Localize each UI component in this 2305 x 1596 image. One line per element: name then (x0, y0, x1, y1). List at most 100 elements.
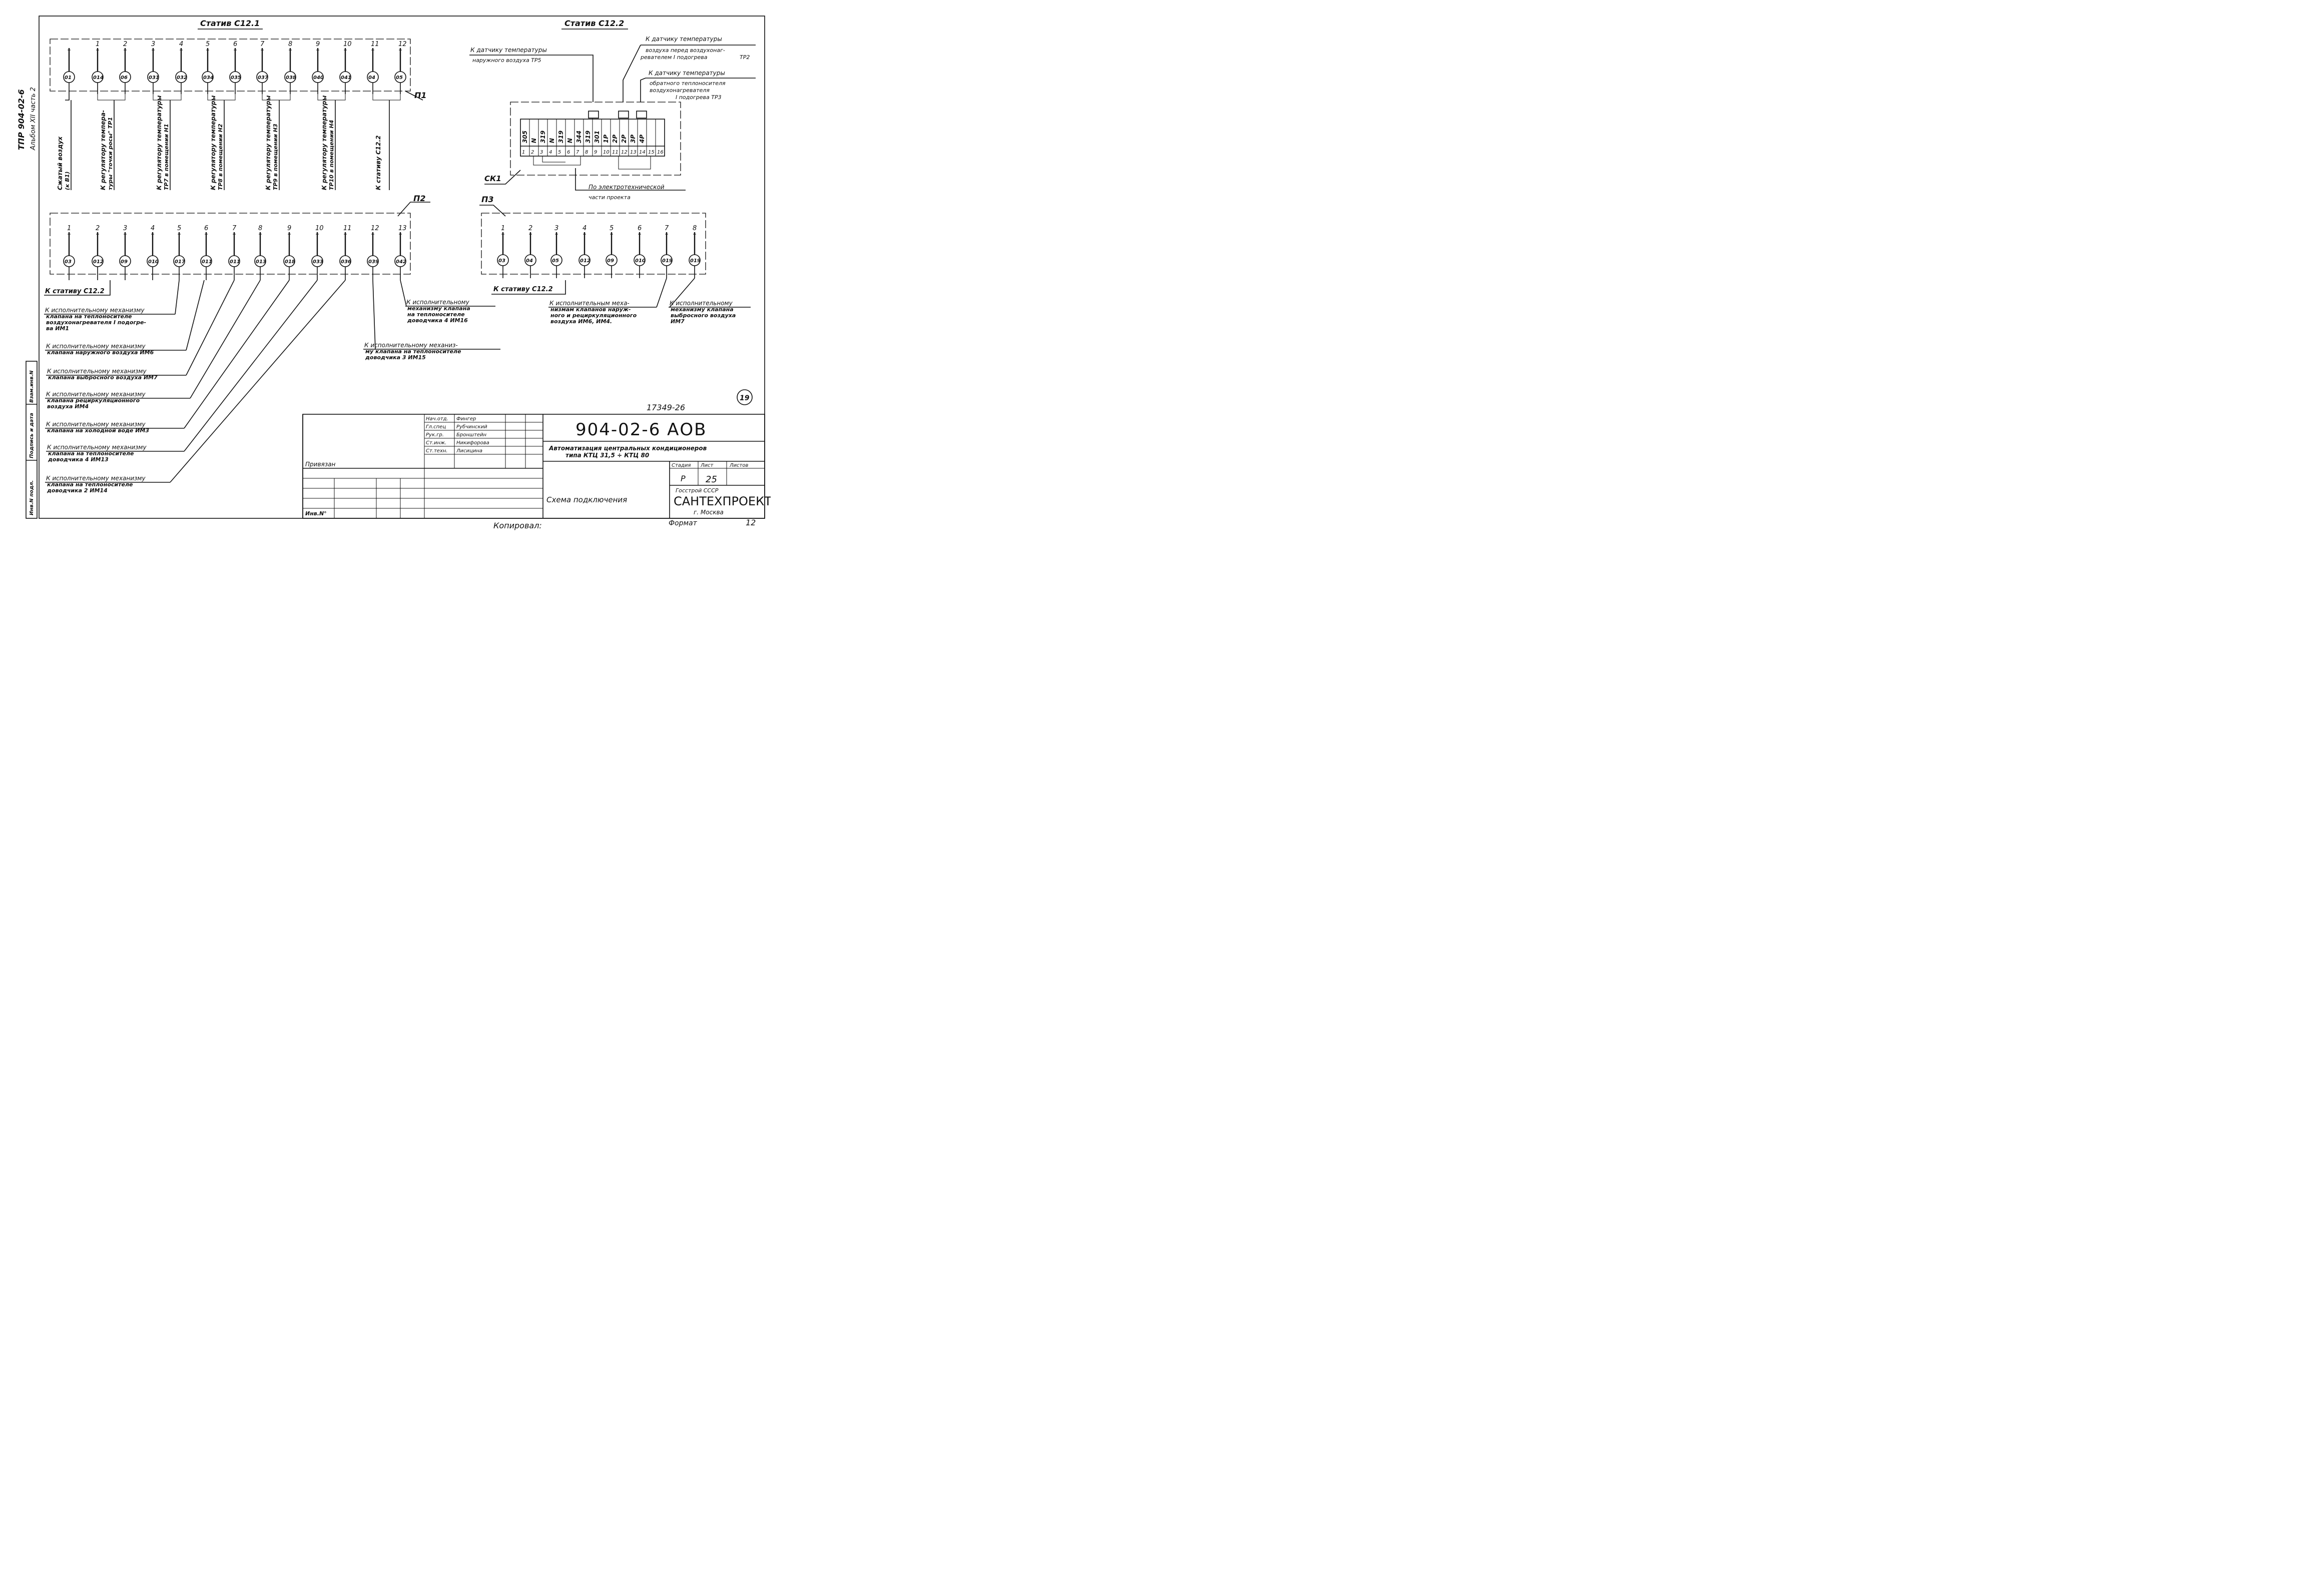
terminal-code: 019 (690, 258, 701, 264)
terminal: 204 (524, 225, 536, 278)
terminal-code: 05 (396, 75, 403, 81)
side-text-1: ТПР 904-02-6 (17, 89, 26, 150)
strip-code: N (566, 138, 573, 143)
strip-code: 301 (594, 131, 601, 143)
terminal-number: 7 (260, 41, 265, 48)
strip-code: N (548, 138, 555, 143)
terminal-number: 7 (665, 225, 669, 232)
drawing-sheet: ТПР 904-02-6 Альбом XII часть 2 Взам.инв… (0, 0, 771, 533)
annotation-l2: механизму клапана (671, 306, 734, 313)
annotation-l1: К исполнительному механизму (46, 343, 146, 350)
terminal: 9 018 (283, 225, 295, 280)
terminal-number: 1 (67, 225, 71, 232)
route-label-line-1: Сжатый воздух (57, 136, 64, 190)
strip-code: 3Р (630, 135, 637, 143)
cabinet-sk1-label: СК1 (484, 174, 501, 183)
annotation-l3: доводчика 2 ИМ14 (47, 487, 108, 494)
terminal-code: 035 (231, 75, 241, 81)
terminal-code: 09 (607, 258, 614, 264)
stamp-role: Ст.техн. (426, 448, 448, 454)
terminal-number: 13 (398, 225, 407, 232)
code-number: 17349-26 (647, 403, 685, 412)
annotation-l2: клапана рециркуляционного (47, 397, 140, 404)
terminal-number: 1 (96, 41, 100, 48)
terminal-number: 5 (206, 41, 210, 48)
terminal-number: 8 (288, 41, 292, 48)
terminal-code: 036 (341, 259, 351, 265)
route-label-line-2: ТР10 в помещении Н4 (328, 120, 335, 190)
annotation-l2: клапана на теплоносителе (47, 481, 133, 488)
terminal-number: 2 (96, 225, 100, 232)
strip-number: 14 (639, 150, 646, 155)
privyazan-label: Привязан (305, 461, 335, 468)
strip-number: 15 (648, 150, 655, 155)
strip-number: 16 (657, 150, 664, 155)
terminal-code: 018 (285, 259, 295, 265)
annotation-l1: К исполнительному механизму (45, 307, 145, 314)
terminal-code: 06 (121, 75, 128, 81)
route-label-line-1: К регулятору температуры (210, 96, 217, 190)
terminal-number: 5 (610, 225, 614, 232)
terminal-code: 011 (230, 259, 240, 265)
annotation-l1: К исполнительному (670, 300, 733, 307)
route-label-line-2: ТР9 в помещении Н3 (272, 124, 279, 190)
stamp-name: Никифорова (456, 440, 489, 446)
annotation-l2: механизму клапана (407, 305, 470, 312)
sensor-3-l4: I подогрева ТР3 (676, 94, 722, 101)
strip-number: 5 (558, 150, 561, 155)
sensor-2-l1: К датчику температуры (646, 36, 722, 43)
annotation-l1: К исполнительному механиз- (364, 342, 458, 349)
designation: 904-02-6 АОВ (575, 420, 707, 440)
terminal: 206 (119, 41, 131, 94)
terminal-number: 6 (638, 225, 642, 232)
terminal-number: 9 (316, 41, 320, 48)
annotation-l2: му клапана на теплоносителе (365, 348, 461, 355)
annotation-l3: доводчика 4 ИМ13 (48, 456, 109, 463)
stamp-role: Рук.гр. (426, 432, 444, 438)
annotation-l3: на теплоносителе (407, 311, 465, 318)
strip-number: 9 (594, 150, 597, 155)
annotation-l3: выбросного воздуха (671, 312, 736, 319)
board-p3-label: П3 (481, 195, 494, 204)
strip-code: 344 (575, 131, 583, 143)
terminal-code: 042 (396, 259, 406, 265)
terminal-code: 011 (202, 259, 212, 265)
annotation-l1: К исполнительному механизму (46, 475, 146, 482)
sensor-2-l2: воздуха перед воздухонаг- (646, 47, 725, 54)
org-line-2: САНТЕХПРОЕКТ (674, 494, 771, 508)
margin-inv-podl: Инв.N подл. (29, 480, 35, 515)
terminal-number: 12 (371, 225, 379, 232)
terminal-code: 038 (286, 75, 296, 81)
strip-number: 10 (603, 150, 610, 155)
terminal-code: 041 (341, 75, 351, 81)
board-p2-label: П2 (413, 194, 426, 203)
terminal-number: 9 (287, 225, 291, 232)
strip-code: 1Р (603, 135, 610, 143)
terminal: 13 042 (394, 225, 407, 280)
sensor-2-l4: ТР2 (740, 54, 750, 61)
terminal-number: 3 (554, 225, 558, 232)
doc-title: Схема подключения (546, 495, 627, 504)
terminal-code: 013 (256, 259, 266, 265)
terminal-number: 7 (232, 225, 237, 232)
side-text-2: Альбом XII часть 2 (30, 87, 37, 151)
terminal-code: 05 (552, 258, 559, 264)
desc-line-2: типа КТЦ 31,5 ÷ КТЦ 80 (565, 452, 649, 459)
